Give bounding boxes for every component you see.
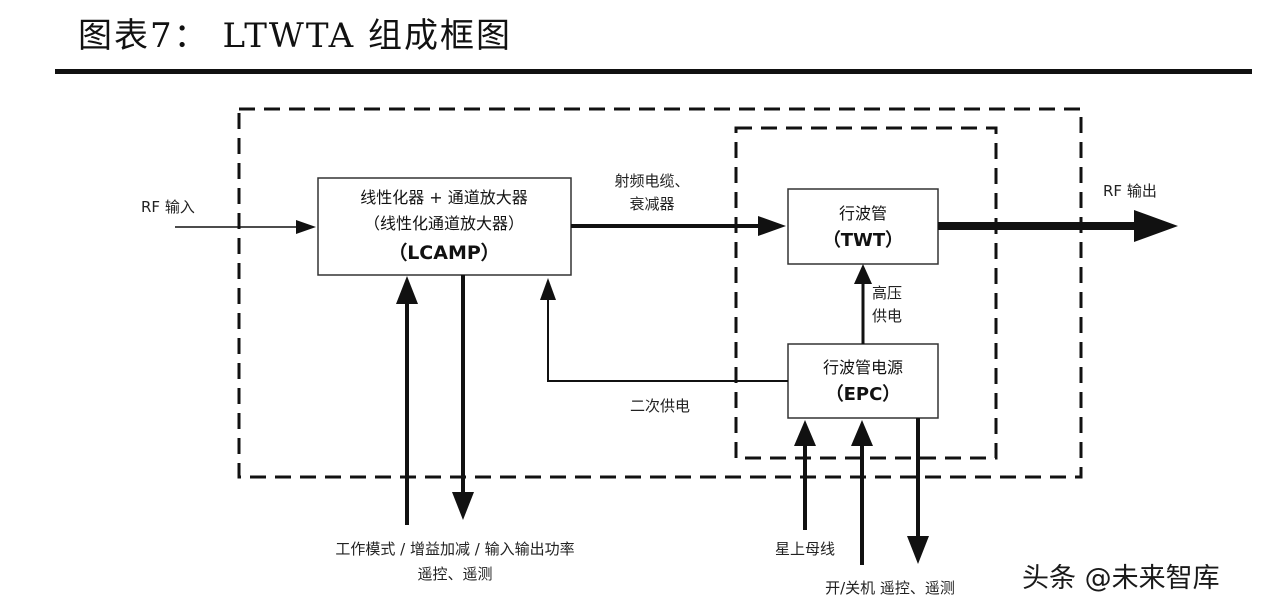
onoff-label: 开/关机 遥控、遥测 bbox=[825, 579, 955, 597]
rf-input-label: RF 输入 bbox=[141, 198, 195, 216]
lcamp-to-twt-arrowhead bbox=[758, 216, 786, 236]
twt-label-line1: 行波管 bbox=[839, 204, 887, 223]
secondary-power-arrowhead bbox=[540, 278, 556, 300]
twt-label-line2: （TWT） bbox=[823, 230, 903, 251]
epc-block bbox=[787, 343, 939, 419]
lcamp-label-line1: 线性化器 + 通道放大器 bbox=[360, 188, 528, 207]
secondary-power-label: 二次供电 bbox=[630, 397, 690, 415]
onoff-command-arrowhead bbox=[851, 420, 873, 446]
lcamp-block bbox=[317, 177, 572, 276]
hv-power-label-line1: 高压 bbox=[872, 284, 902, 302]
watermark: 头条 @未来智库 bbox=[1022, 563, 1220, 594]
hv-power-label-line2: 供电 bbox=[872, 307, 902, 325]
twta-inner-boundary bbox=[734, 126, 998, 460]
lcamp-io-label-line1: 工作模式 / 增益加减 / 输入输出功率 bbox=[335, 540, 574, 558]
bus-power-arrowhead bbox=[794, 420, 816, 446]
lcamp-label-line2: （线性化通道放大器） bbox=[364, 214, 524, 233]
cable-label-line1: 射频电缆、 bbox=[614, 172, 689, 190]
title-divider bbox=[55, 69, 1252, 74]
page-title: 图表7： LTWTA 组成框图 bbox=[78, 16, 513, 56]
lcamp-label-line3: （LCAMP） bbox=[388, 241, 500, 264]
rf-input-arrowhead bbox=[296, 220, 316, 234]
bus-label: 星上母线 bbox=[775, 540, 835, 558]
ltwta-outer-boundary bbox=[237, 107, 1083, 479]
lcamp-io-label-line2: 遥控、遥测 bbox=[417, 565, 492, 583]
rf-output-arrowhead bbox=[1134, 210, 1178, 242]
lcamp-telemetry-arrowhead bbox=[452, 492, 474, 520]
hv-power-arrowhead bbox=[854, 264, 872, 284]
lcamp-command-arrowhead bbox=[396, 276, 418, 304]
twt-block bbox=[787, 188, 939, 265]
secondary-power-line bbox=[547, 298, 788, 382]
epc-label-line2: （EPC） bbox=[826, 384, 901, 405]
epc-telemetry-arrowhead bbox=[907, 536, 929, 564]
rf-output-label: RF 输出 bbox=[1103, 182, 1157, 200]
cable-label-line2: 衰减器 bbox=[629, 195, 674, 213]
epc-label-line1: 行波管电源 bbox=[823, 358, 903, 377]
